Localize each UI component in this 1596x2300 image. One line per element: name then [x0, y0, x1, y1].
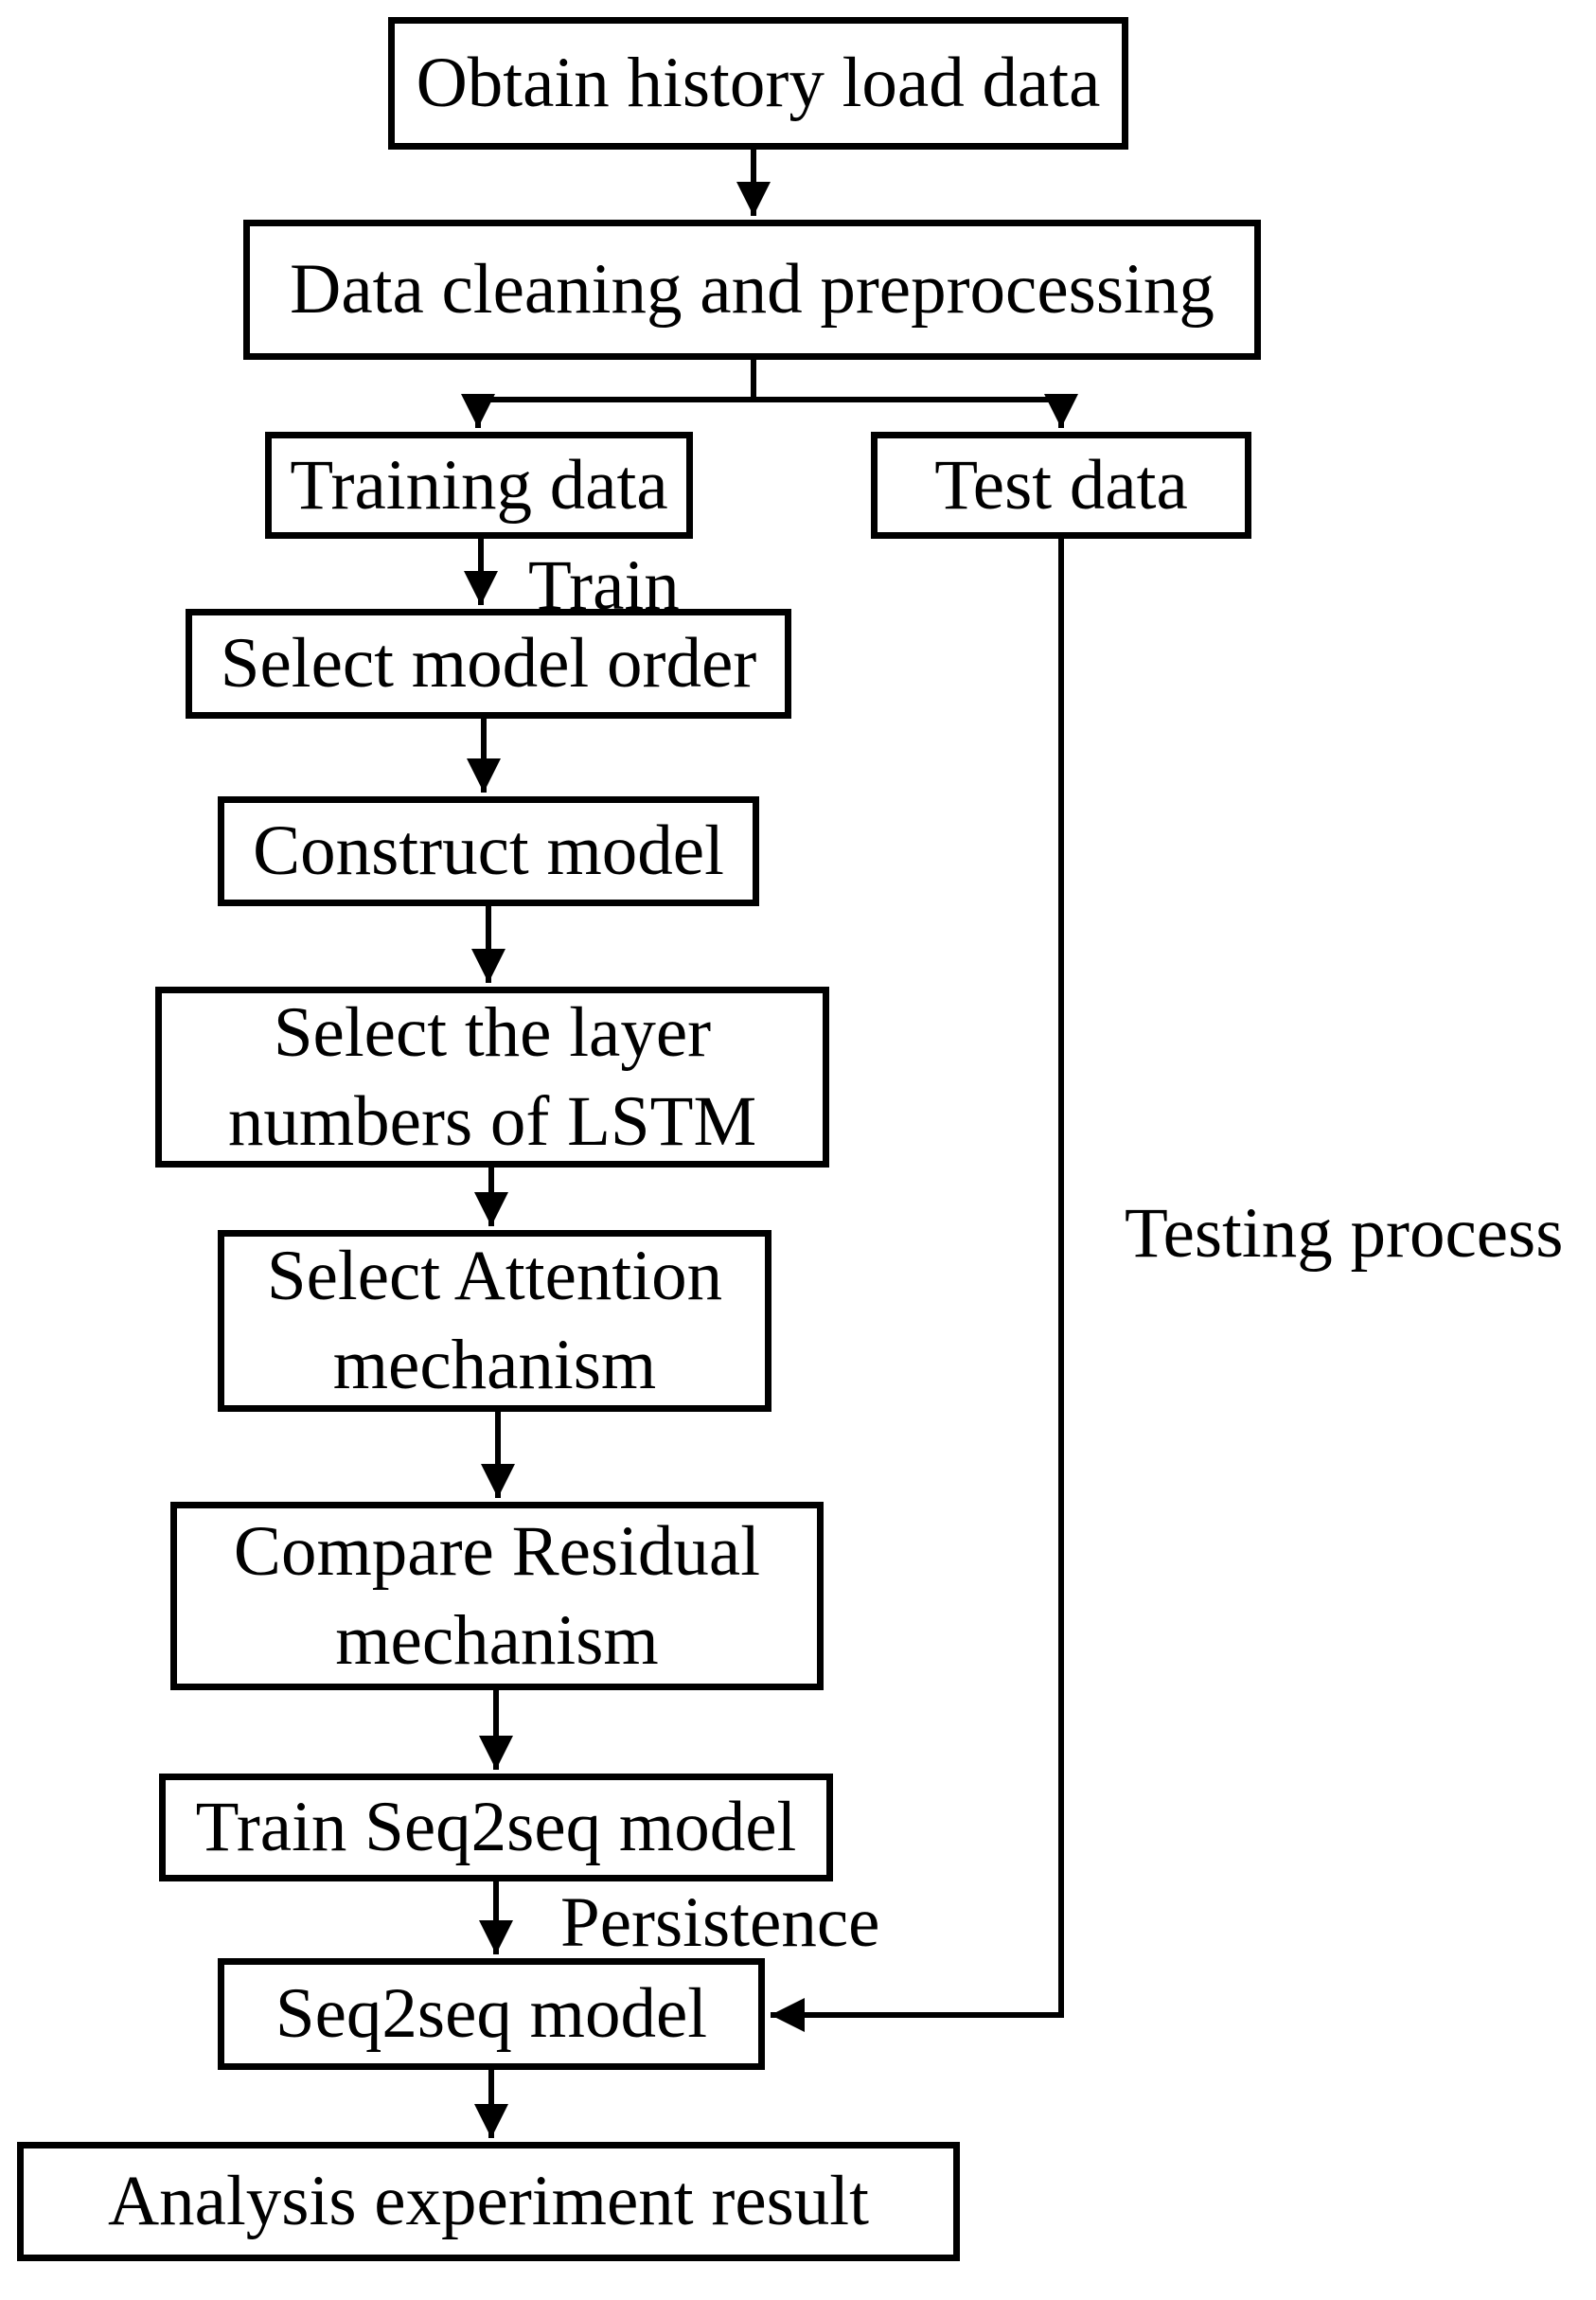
node-construct-model: Construct model [218, 796, 759, 906]
node-select-model-order: Select model order [186, 609, 791, 719]
node-analysis-experiment-result: Analysis experiment result [17, 2142, 960, 2261]
node-label: Analysis experiment result [108, 2162, 869, 2241]
node-label: Compare Residual mechanism [233, 1511, 761, 1680]
node-obtain-history-load-data: Obtain history load data [388, 17, 1128, 150]
node-compare-residual-mechanism: Compare Residual mechanism [170, 1502, 824, 1690]
node-data-cleaning-preprocessing: Data cleaning and preprocessing [243, 220, 1261, 360]
node-label: Test data [934, 445, 1188, 525]
node-select-layer-numbers-lstm: Select the layer numbers of LSTM [155, 987, 829, 1168]
edge-label-train: Train [528, 546, 680, 625]
node-label: Obtain history load data [416, 44, 1101, 123]
node-label: Construct model [253, 811, 724, 891]
node-label: Train Seq2seq model [195, 1788, 797, 1867]
node-label: Select model order [220, 624, 757, 704]
edge-test-to-seqmodel [771, 539, 1064, 2032]
node-seq2seq-model: Seq2seq model [218, 1958, 765, 2070]
edge-label-testing-process: Testing process [1125, 1194, 1564, 1273]
node-train-seq2seq-model: Train Seq2seq model [159, 1774, 833, 1881]
edge-label-persistence: Persistence [560, 1883, 880, 1962]
node-label: Select Attention mechanism [266, 1237, 723, 1404]
node-label: Data cleaning and preprocessing [290, 250, 1215, 330]
node-label: Select the layer numbers of LSTM [227, 992, 757, 1161]
node-training-data: Training data [265, 432, 693, 539]
node-label: Training data [290, 445, 668, 525]
node-select-attention-mechanism: Select Attention mechanism [218, 1230, 771, 1412]
node-label: Seq2seq model [275, 1974, 708, 2054]
node-test-data: Test data [871, 432, 1251, 539]
